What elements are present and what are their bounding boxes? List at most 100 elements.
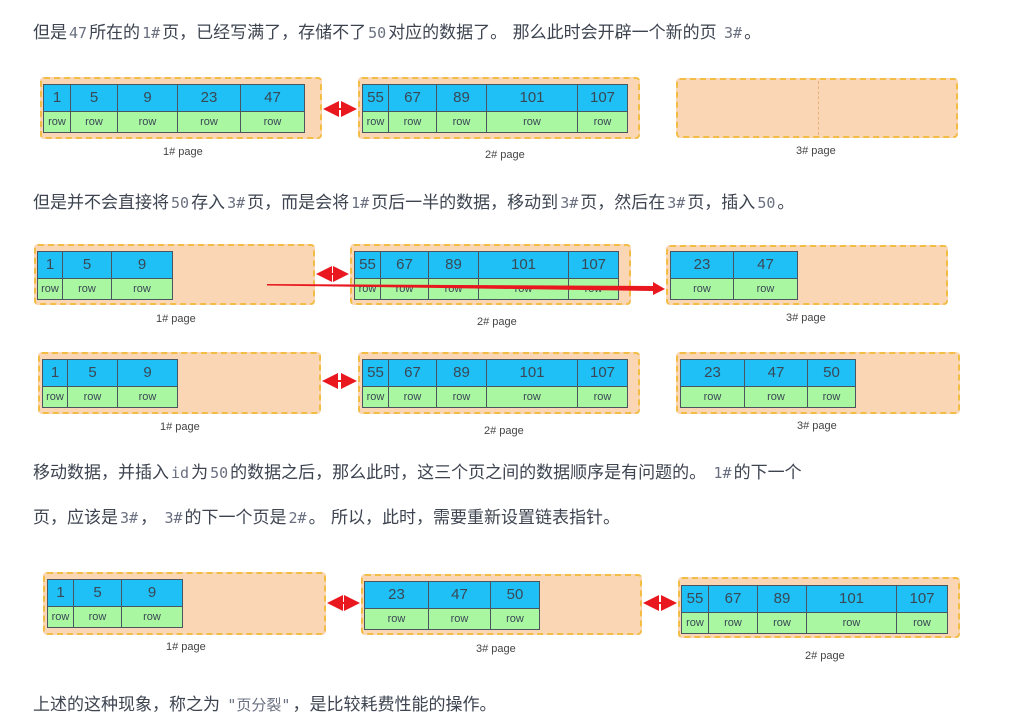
row-cell: row (388, 386, 437, 408)
inline-code: 2# (288, 509, 307, 527)
key-cell: 67 (388, 84, 437, 112)
row-cell: row (708, 612, 758, 634)
inline-code: 50 (171, 194, 190, 212)
row-cell: row (436, 111, 487, 133)
text-span: 页，应该是 (33, 508, 118, 528)
key-cell: 5 (67, 359, 118, 387)
row-cell: row (436, 386, 487, 408)
inline-code: "页分裂" (227, 696, 291, 714)
inline-code: 47 (69, 24, 88, 42)
key-cell: 23 (670, 251, 734, 279)
page-label: 1# page (156, 313, 196, 325)
inline-code: 3# (560, 194, 579, 212)
row-cell: row (486, 111, 578, 133)
row-cell: row (62, 278, 112, 300)
row-cell: row (807, 386, 856, 408)
page-label: 3# page (476, 643, 516, 655)
text-span: 页，然后在 (580, 193, 666, 213)
text-span: 的下一个页是 (184, 508, 287, 528)
row-cell: row (670, 278, 734, 300)
row-cell: row (681, 612, 709, 634)
key-cell: 9 (111, 251, 173, 279)
key-cell: 5 (62, 251, 112, 279)
key-cell: 101 (486, 84, 578, 112)
text-span: 但是并不会直接将 (33, 193, 169, 213)
text-span: 页，插入 (687, 193, 756, 213)
key-cell: 9 (117, 359, 178, 387)
inline-code: 50 (210, 464, 229, 482)
key-cell: 47 (240, 84, 305, 112)
page-label: 1# page (160, 421, 200, 433)
row-cell: row (680, 386, 745, 408)
key-cell: 23 (177, 84, 241, 112)
row-cell: row (117, 386, 178, 408)
key-cell: 67 (708, 585, 758, 613)
key-cell: 101 (486, 359, 578, 387)
row-cell: row (577, 111, 628, 133)
row-cell: row (240, 111, 305, 133)
row-cell: row (806, 612, 897, 634)
row-cell: row (757, 612, 807, 634)
inline-code: 1# (713, 464, 732, 482)
row-cell: row (364, 608, 429, 630)
row-cell: row (380, 278, 429, 300)
inline-code: 3# (227, 194, 246, 212)
text-span: 存入 (191, 193, 226, 213)
key-cell: 47 (733, 251, 798, 279)
key-cell: 23 (364, 581, 429, 609)
key-cell: 50 (807, 359, 856, 387)
page-label: 1# page (166, 641, 206, 653)
key-cell: 89 (436, 359, 487, 387)
row-cell: row (486, 386, 578, 408)
key-cell: 55 (681, 585, 709, 613)
key-cell: 67 (388, 359, 437, 387)
text-span: 的下一个 (733, 463, 802, 483)
page-label: 3# page (797, 420, 837, 432)
row-cell: row (67, 386, 118, 408)
page-label: 3# page (786, 312, 826, 324)
row-cell: row (388, 111, 437, 133)
text-span: 。 所以，此时，需要重新设置链表指针。 (308, 508, 620, 528)
page-label: 3# page (796, 145, 836, 157)
text-span: 的数据之后，那么此时，这三个页之间的数据顺序是有问题的。 (230, 463, 712, 483)
row-cell: row (70, 111, 118, 133)
key-cell: 101 (478, 251, 569, 279)
key-cell: 1 (47, 579, 74, 607)
text-span: 对应的数据了。 那么此时会开辟一个新的页 (388, 23, 722, 43)
key-cell: 47 (744, 359, 808, 387)
row-cell: row (117, 111, 178, 133)
inline-code: 1# (351, 194, 370, 212)
inline-code: 3# (120, 509, 139, 527)
page-label: 2# page (477, 316, 517, 328)
key-cell: 47 (428, 581, 491, 609)
inline-code: 50 (757, 194, 776, 212)
row-cell: row (121, 606, 183, 628)
row-cell: row (47, 606, 74, 628)
key-cell: 67 (380, 251, 429, 279)
row-cell: row (744, 386, 808, 408)
key-cell: 1 (37, 251, 63, 279)
paragraph: 上述的这种现象，称之为 "页分裂"，是比较耗费性能的操作。 (33, 690, 496, 715)
text-span: 上述的这种现象，称之为 (33, 695, 226, 715)
key-cell: 89 (428, 251, 479, 279)
text-span: 。 (744, 23, 762, 43)
key-cell: 23 (680, 359, 745, 387)
row-cell: row (733, 278, 798, 300)
inline-code: 3# (724, 24, 743, 42)
key-cell: 107 (577, 84, 628, 112)
key-cell: 89 (436, 84, 487, 112)
text-span: 为 (191, 463, 209, 483)
key-cell: 5 (73, 579, 122, 607)
key-cell: 9 (121, 579, 183, 607)
page-label: 2# page (485, 149, 525, 161)
row-cell: row (362, 386, 389, 408)
text-span: 所在的 (89, 23, 141, 43)
row-cell: row (42, 386, 68, 408)
inline-code: 50 (368, 24, 387, 42)
row-cell: row (568, 278, 619, 300)
key-cell: 107 (896, 585, 948, 613)
row-cell: row (362, 111, 389, 133)
key-cell: 55 (362, 84, 389, 112)
